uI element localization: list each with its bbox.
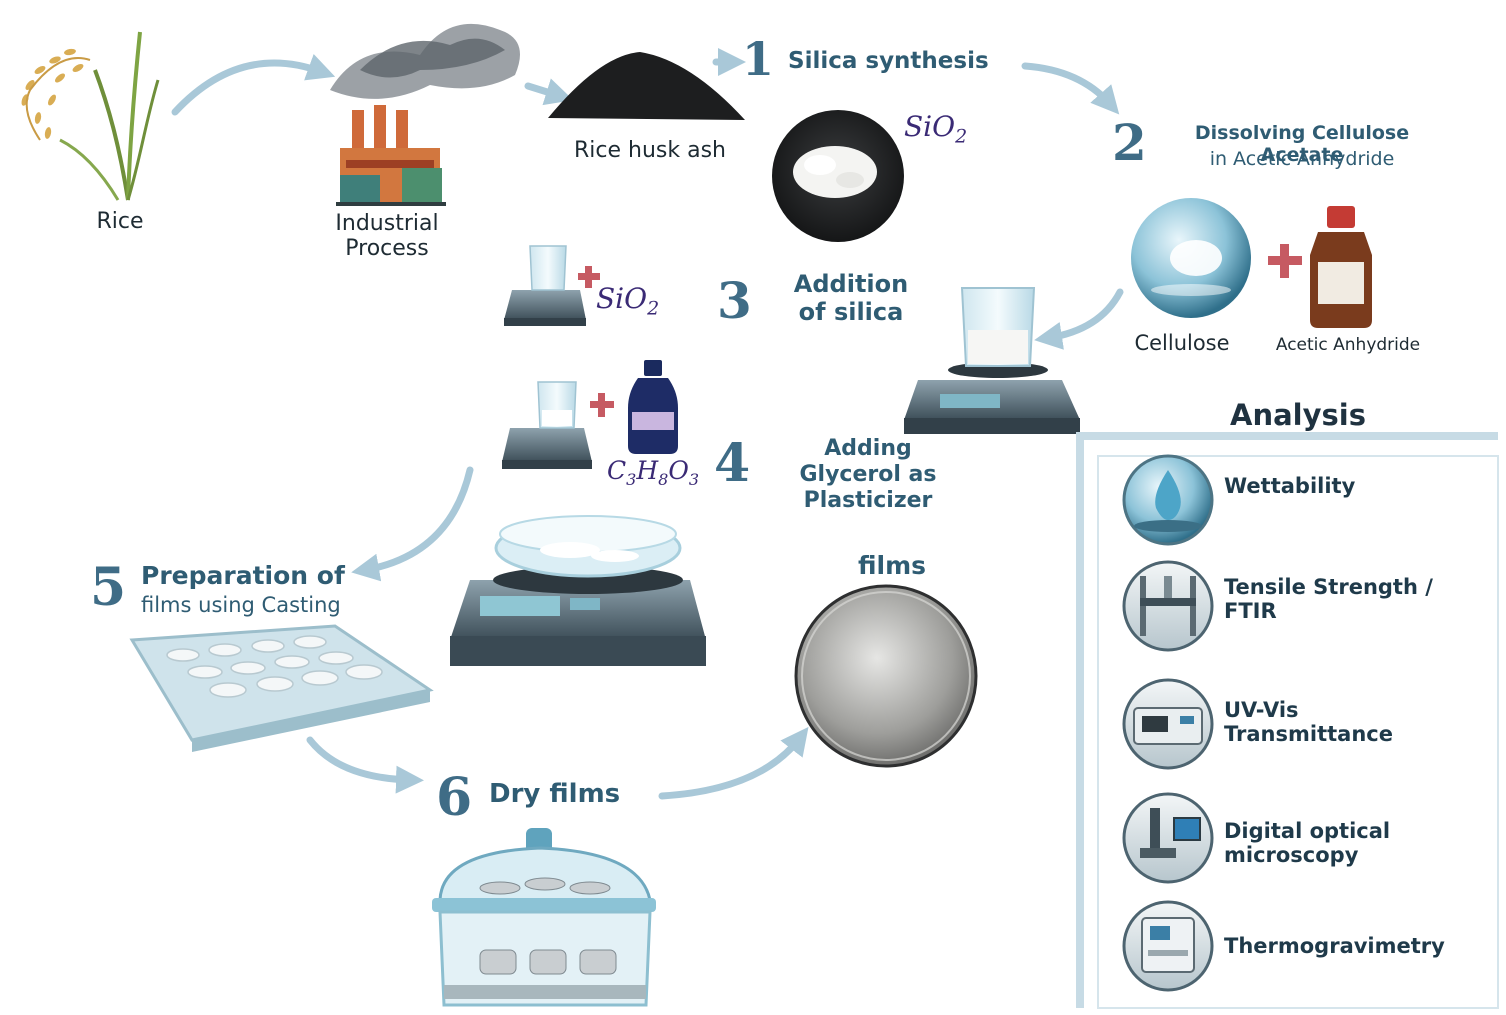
- step-6-title: Dry films: [489, 779, 621, 809]
- casting-tray-illustration: [129, 624, 434, 752]
- flow-arrows: [171, 48, 1124, 800]
- acetic-anhydride-bottle-illustration: [1310, 206, 1372, 328]
- industrial-process-label: Industrial Process: [335, 211, 439, 261]
- glycerol-formula: C3H8O3: [607, 456, 700, 489]
- factory-illustration: [330, 23, 520, 206]
- thermogravimetric-analyzer-icon: [1122, 900, 1214, 992]
- arrow-industry-to-ash: [524, 78, 574, 106]
- step-6-number: 6: [436, 767, 473, 828]
- balance-beaker-step2-illustration: [904, 287, 1080, 434]
- analysis-panel-frame: [1076, 432, 1498, 1008]
- step-1-title: Silica synthesis: [788, 48, 989, 74]
- plus-sign-reagents: [1268, 244, 1302, 278]
- balance-small-step4-illustration: [502, 381, 592, 469]
- balance-large-petri-illustration: [450, 515, 706, 666]
- wettability-icon: [1122, 454, 1214, 546]
- arrow-step6-to-films: [658, 726, 809, 800]
- step-2-number: 2: [1112, 113, 1147, 172]
- step-5-title: Preparation of: [141, 561, 345, 590]
- step-2-subtitle: in Acetic Anhydride: [1209, 148, 1395, 170]
- glycerol-bottle-illustration: [628, 360, 678, 454]
- microscope-icon: [1122, 792, 1214, 884]
- step-2-title: Dissolving Cellulose Acetate: [1194, 122, 1410, 167]
- step-4-number: 4: [714, 433, 751, 494]
- analysis-item-wettability: Wettability: [1224, 474, 1356, 498]
- step-5-subtitle: films using Casting: [141, 593, 341, 617]
- rice-husk-ash-label: Rice husk ash: [574, 138, 726, 163]
- step-3-title: Addition of silica: [793, 270, 909, 327]
- film-sample-illustration: [794, 584, 978, 768]
- analysis-item-thermogravimetry: Thermogravimetry: [1224, 934, 1445, 958]
- arrow-rice-to-industry: [171, 54, 336, 116]
- cellulose-illustration: [1131, 198, 1251, 318]
- acetic-anhydride-label: Acetic Anhydride: [1275, 335, 1421, 355]
- uv-vis-spectrometer-icon: [1122, 678, 1214, 770]
- step-4-title: Adding Glycerol as Plasticizer: [799, 436, 937, 513]
- step-3-number: 3: [717, 271, 752, 330]
- arrow-step5-to-step6: [306, 736, 424, 794]
- ash-pile-illustration: [548, 52, 745, 120]
- silica-formula-step1: SiO2: [904, 110, 968, 148]
- plus-sign-step4: [590, 393, 614, 417]
- arrow-step2-to-step3: [1034, 288, 1124, 350]
- silica-bowl-illustration: [772, 110, 904, 242]
- step-5-number: 5: [90, 557, 127, 618]
- films-label: films: [857, 551, 927, 580]
- analysis-title: Analysis: [1230, 398, 1366, 432]
- arrow-step1-to-step2: [1021, 62, 1120, 115]
- balance-small-step3-illustration: [504, 245, 586, 326]
- analysis-item-tensile-ftir: Tensile Strength /FTIR: [1224, 575, 1433, 624]
- step-1-number: 1: [742, 32, 775, 86]
- silica-formula-step3: SiO2: [596, 282, 660, 320]
- tensile-tester-icon: [1122, 560, 1214, 652]
- desiccator-illustration: [432, 828, 656, 1007]
- plus-sign-step3: [578, 266, 600, 288]
- rice-plant-illustration: [21, 31, 160, 201]
- rice-label: Rice: [96, 209, 144, 234]
- cellulose-label: Cellulose: [1134, 331, 1230, 355]
- arrow-step4-to-step5: [351, 466, 474, 582]
